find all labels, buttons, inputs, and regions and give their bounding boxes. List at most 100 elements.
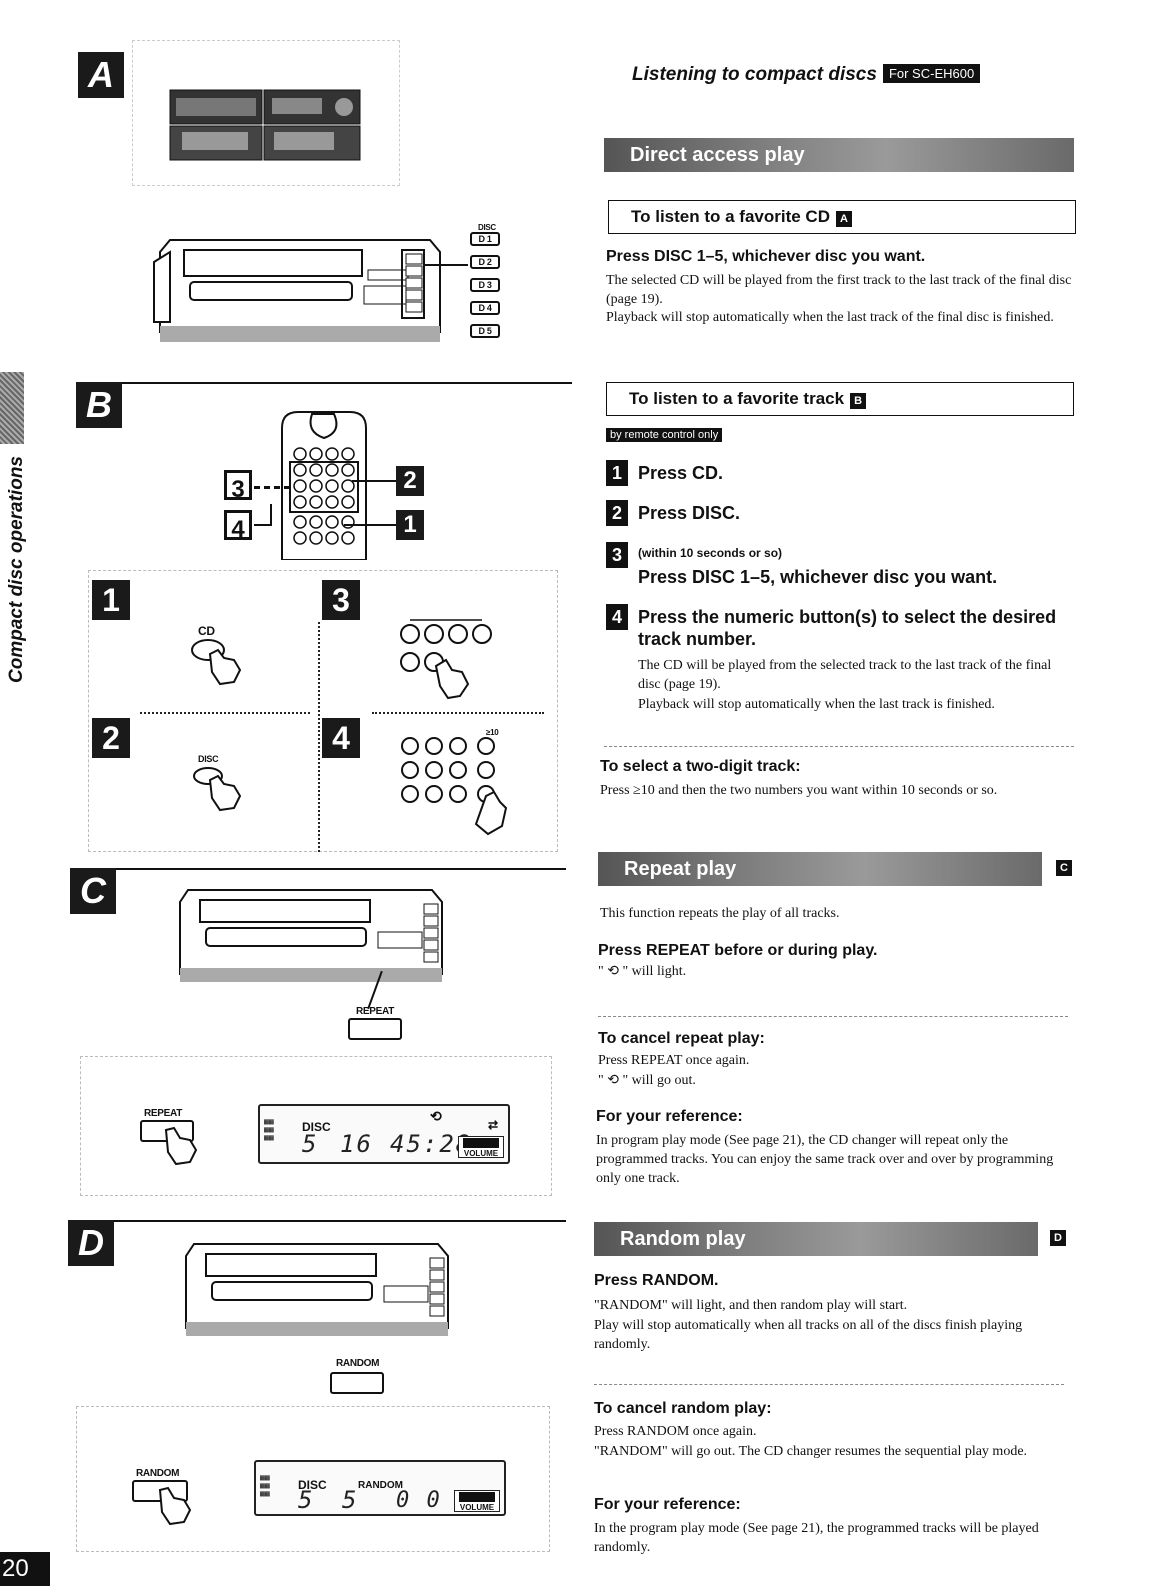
- cancel-repeat-body-1: Press REPEAT once again.: [598, 1053, 750, 1068]
- separator-3: [594, 1384, 1064, 1385]
- step-2-badge: 2: [92, 718, 130, 758]
- lcd-track-number-d: 5: [342, 1486, 359, 1514]
- side-tab-shade: [0, 372, 24, 444]
- random-reference-heading: For your reference:: [594, 1496, 741, 1513]
- page-title-text: Listening to compact discs: [632, 64, 877, 85]
- random-hand-icon: [158, 1486, 192, 1526]
- random-body-2: Play will stop automatically when all tr…: [594, 1318, 1023, 1352]
- cd-changer-illustration-c: [179, 889, 443, 982]
- direct-access-bar: Direct access play: [604, 138, 1074, 172]
- repeat-label-bottom: REPEAT: [144, 1108, 183, 1119]
- track-step-4-badge: 4: [606, 604, 628, 630]
- lcd-disc-grid-icon-d: ▦▦▦▦▦▦: [260, 1473, 270, 1498]
- lcd-disc-number-d: 5: [298, 1486, 315, 1514]
- repeat-light-text: " ⟲ " will light.: [598, 964, 687, 979]
- model-tag: For SC-EH600: [882, 64, 981, 83]
- track-step-2-badge: 2: [606, 500, 628, 526]
- disc-button-hand-icon[interactable]: [188, 764, 248, 816]
- callout-2-line: [352, 480, 396, 482]
- track-step-4-body-2: Playback will stop automatically when th…: [638, 697, 995, 712]
- random-reference-body: In the program play mode (See page 21), …: [594, 1521, 1039, 1555]
- repeat-panel-frame: [80, 1056, 552, 1196]
- disc-label: DISC: [478, 223, 496, 232]
- cancel-random-heading: To cancel random play:: [594, 1400, 772, 1417]
- steps-divider-vertical: [318, 622, 320, 852]
- random-play-badge: D: [1050, 1230, 1066, 1246]
- random-press-heading: Press RANDOM.: [594, 1272, 719, 1289]
- lcd-disc-grid-icon: ▦▦▦▦▦▦: [264, 1117, 274, 1142]
- cd-changer-illustration-d: [185, 1243, 449, 1336]
- repeat-hand-icon: [164, 1126, 198, 1166]
- disc-button-2[interactable]: D 2: [470, 255, 500, 269]
- favorite-cd-badge: A: [836, 211, 852, 227]
- remote-callout-3: 3: [224, 470, 252, 503]
- favorite-cd-box: To listen to a favorite CD A: [608, 200, 1076, 234]
- disc-button-5[interactable]: D 5: [470, 324, 500, 338]
- callout-1-line: [344, 524, 396, 526]
- press-disc-heading: Press DISC 1–5, whichever disc you want.: [606, 248, 926, 265]
- section-c-badge: C: [70, 868, 116, 914]
- disc-button-1[interactable]: D 1: [470, 232, 500, 246]
- disc-button-small-label: DISC: [198, 754, 219, 764]
- lcd-display-repeat: ▦▦▦▦▦▦ DISC 5 16 45:28 ⟲ ⇄ VOLUME: [258, 1104, 510, 1164]
- random-panel-frame: [76, 1406, 550, 1552]
- random-label-top: RANDOM: [336, 1358, 380, 1369]
- track-step-3-badge: 3: [606, 542, 628, 568]
- cd-button-hand-icon[interactable]: [188, 636, 248, 688]
- repeat-button-large[interactable]: [348, 1018, 402, 1040]
- stereo-system-illustration: [169, 89, 361, 161]
- lcd-display-random: ▦▦▦▦▦▦ DISC 5 5 RANDOM 0 0 1 VOLUME: [254, 1460, 506, 1516]
- remote-callout-1: 1: [396, 510, 424, 540]
- disc-pointer-line: [424, 264, 468, 266]
- press-disc-body-2: Playback will stop automatically when th…: [606, 310, 1054, 325]
- cancel-random-body-2: "RANDOM" will go out. The CD changer res…: [594, 1444, 1028, 1459]
- cancel-repeat-heading: To cancel repeat play:: [598, 1030, 765, 1047]
- remote-callout-2: 2: [396, 466, 424, 496]
- step-4-badge: 4: [322, 718, 360, 758]
- disc-1-5-buttons-icon[interactable]: [396, 608, 496, 702]
- lcd-random-indicator: RANDOM: [358, 1480, 403, 1491]
- track-step-4: Press the numeric button(s) to select th…: [638, 607, 1057, 649]
- system-illustration-frame: [132, 40, 400, 186]
- random-body-1: "RANDOM" will light, and then random pla…: [594, 1298, 908, 1313]
- track-step-4-body-1: The CD will be played from the selected …: [638, 658, 1052, 692]
- section-a-badge: A: [78, 52, 124, 98]
- random-button-large[interactable]: [330, 1372, 384, 1394]
- section-b-rule: [76, 382, 572, 384]
- disc-button-3[interactable]: D 3: [470, 278, 500, 292]
- remote-only-tag: by remote control only: [606, 428, 723, 442]
- lcd-volume-box: VOLUME: [458, 1136, 504, 1158]
- favorite-track-badge: B: [850, 393, 867, 409]
- cd-button-label: CD: [198, 624, 215, 638]
- repeat-indicator-icon: ⟲: [430, 1108, 442, 1124]
- repeat-label-top: REPEAT: [356, 1006, 395, 1017]
- disc-button-list: D 1 D 2 D 3 D 4 D 5: [470, 232, 500, 338]
- lcd-disc-number: 5: [302, 1130, 319, 1158]
- remote-control-illustration: [281, 411, 367, 560]
- section-c-rule: [70, 868, 566, 870]
- step-3-badge: 3: [322, 580, 360, 620]
- track-step-1-badge: 1: [606, 460, 628, 486]
- repeat-reference-heading: For your reference:: [596, 1108, 743, 1125]
- track-step-2: Press DISC.: [638, 503, 741, 523]
- favorite-cd-title: To listen to a favorite CD: [631, 207, 830, 226]
- section-d-rule: [68, 1220, 566, 1222]
- two-digit-body: Press ≥10 and then the two numbers you w…: [600, 783, 998, 798]
- cancel-random-body-1: Press RANDOM once again.: [594, 1424, 757, 1439]
- favorite-track-title: To listen to a favorite track: [629, 389, 845, 408]
- lcd-volume-box-d: VOLUME: [454, 1490, 500, 1512]
- random-play-bar: Random play: [594, 1222, 1038, 1256]
- press-disc-body-1: The selected CD will be played from the …: [606, 273, 1072, 307]
- lcd-volume-label-d: VOLUME: [459, 1503, 495, 1512]
- repeat-press-heading: Press REPEAT before or during play.: [598, 942, 878, 959]
- repeat-play-bar: Repeat play: [598, 852, 1042, 886]
- repeat-intro: This function repeats the play of all tr…: [600, 906, 840, 921]
- two-digit-heading: To select a two-digit track:: [600, 758, 801, 775]
- disc-button-4[interactable]: D 4: [470, 301, 500, 315]
- numeric-buttons-icon[interactable]: [396, 730, 508, 840]
- repeat-reference-body: In program play mode (See page 21), the …: [596, 1133, 1054, 1186]
- separator-2: [598, 1016, 1068, 1017]
- disc-direction-icon: ⇄: [488, 1118, 499, 1132]
- section-b-badge: B: [76, 382, 122, 428]
- repeat-play-badge: C: [1056, 860, 1072, 876]
